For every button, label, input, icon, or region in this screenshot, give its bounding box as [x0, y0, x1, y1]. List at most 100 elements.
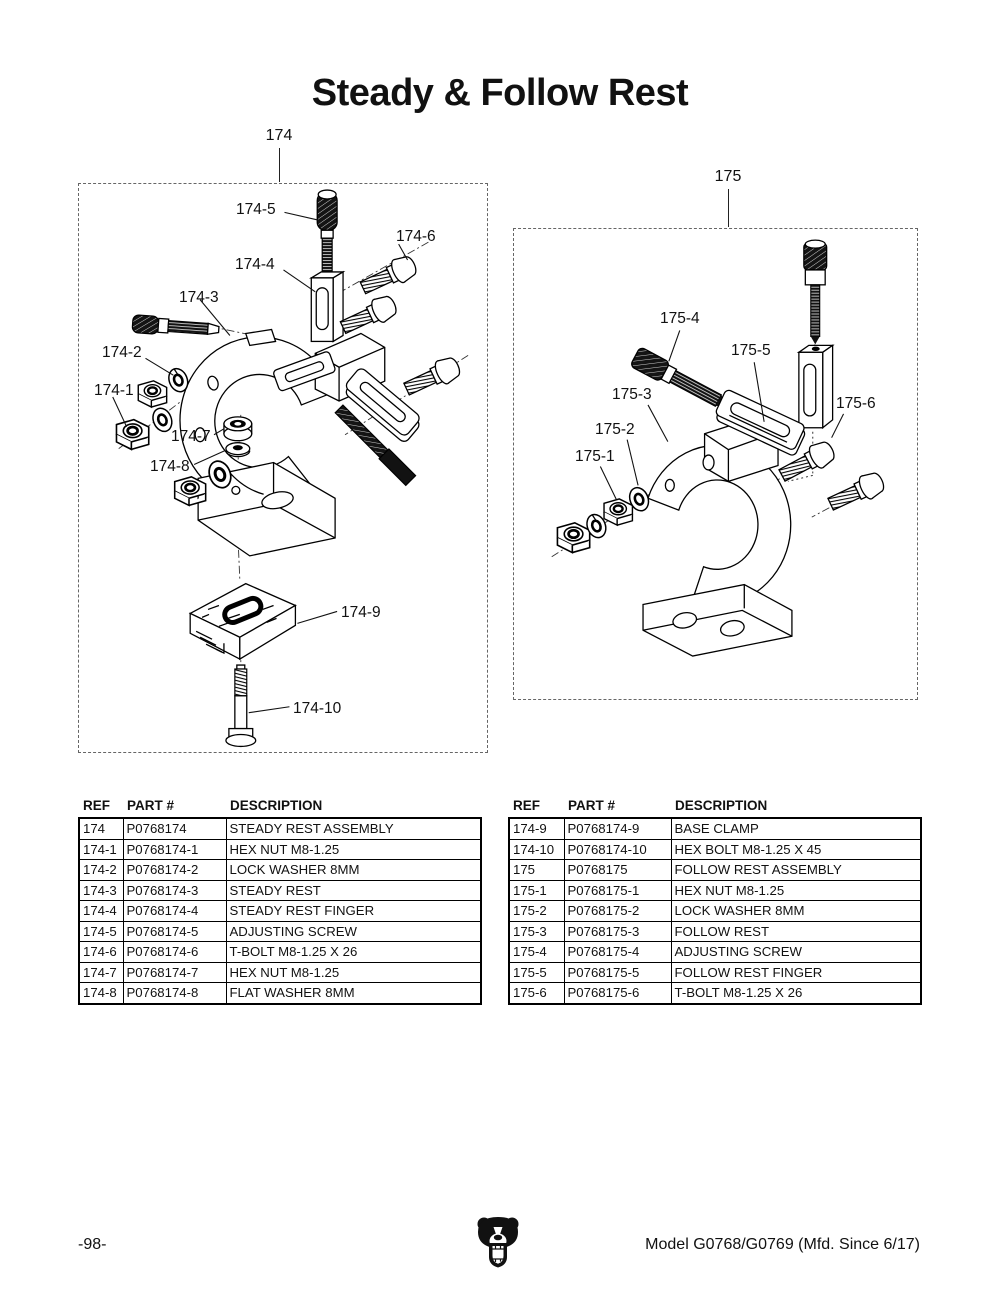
callout-175-6: 175-6	[836, 395, 876, 412]
assembly-ref-174: 174	[265, 127, 293, 144]
follow-rest-diagram-box	[513, 228, 918, 700]
col-header-part: PART #	[568, 798, 616, 813]
cell-ref: 174-9	[508, 817, 565, 840]
adjusting-screw	[803, 239, 828, 345]
col-header-ref: REF	[513, 798, 540, 813]
adjusting-screw	[316, 189, 338, 279]
callout-174-2: 174-2	[102, 344, 142, 361]
follow-rest-frame	[642, 417, 793, 657]
cell-part: P0768175-2	[563, 900, 672, 922]
callout-174-1: 174-1	[94, 382, 134, 399]
cell-desc: ADJUSTING SCREW	[670, 941, 922, 963]
cell-part: P0768174-1	[122, 838, 227, 860]
cell-desc: T-BOLT M8-1.25 X 26	[225, 941, 482, 963]
cell-ref: 175-6	[508, 982, 565, 1004]
callout-174-8: 174-8	[150, 458, 190, 475]
callout-leader-lines	[112, 211, 409, 714]
follow-rest-finger-block	[796, 344, 835, 430]
cell-part: P0768174	[122, 817, 227, 840]
clamp-plate	[345, 368, 420, 442]
threaded-rod	[334, 404, 417, 487]
cell-desc: HEX NUT M8-1.25	[225, 961, 482, 983]
assembly-ref-175: 175	[714, 168, 742, 185]
lock-washer	[582, 510, 611, 542]
col-header-ref: REF	[83, 798, 110, 813]
cell-ref: 174-10	[508, 838, 565, 860]
cell-desc: STEADY REST FINGER	[225, 900, 482, 922]
table-header: REF PART # DESCRIPTION	[79, 798, 481, 818]
adjusting-screw-side	[131, 314, 220, 336]
assembly-axis-lines	[118, 241, 469, 668]
cell-ref: 175-3	[508, 920, 565, 942]
cell-ref: 174	[78, 817, 124, 840]
steady-rest-finger	[308, 270, 346, 343]
cell-desc: HEX BOLT M8-1.25 X 45	[670, 838, 922, 860]
cell-desc: HEX NUT M8-1.25	[670, 879, 922, 901]
cell-ref: 174-4	[78, 900, 124, 922]
callout-174-7: 174-7	[171, 428, 211, 445]
cell-desc: HEX NUT M8-1.25	[225, 838, 482, 860]
adjusting-screw-diagonal	[631, 347, 727, 408]
steady-rest-frame	[173, 328, 386, 557]
hex-nut	[556, 521, 592, 554]
cell-desc: FLAT WASHER 8MM	[225, 982, 482, 1004]
cell-part: P0768174-6	[122, 941, 227, 963]
col-header-description: DESCRIPTION	[230, 798, 323, 813]
cell-ref: 174-7	[78, 961, 124, 983]
t-bolt	[824, 468, 888, 517]
assembly-175-leader	[728, 189, 730, 227]
callout-174-6: 174-6	[396, 228, 436, 245]
cell-desc: ADJUSTING SCREW	[225, 920, 482, 942]
cell-part: P0768175	[563, 859, 672, 881]
t-bolt	[357, 252, 421, 300]
cell-desc: LOCK WASHER 8MM	[670, 900, 922, 922]
cell-part: P0768175-1	[563, 879, 672, 901]
t-bolt	[400, 353, 464, 401]
callout-175-4: 175-4	[660, 310, 700, 327]
grizzly-bear-icon	[476, 1214, 520, 1275]
cell-part: P0768175-5	[563, 961, 672, 983]
cell-part: P0768174-5	[122, 920, 227, 942]
cell-ref: 174-1	[78, 838, 124, 860]
flat-washer-center	[225, 442, 251, 458]
cell-desc: STEADY REST	[225, 879, 482, 901]
page-number: -98-	[78, 1236, 107, 1253]
callout-leader-lines	[599, 330, 845, 500]
model-text: Model G0768/G0769 (Mfd. Since 6/17)	[645, 1236, 920, 1253]
base-clamp	[188, 582, 297, 661]
callout-174-4: 174-4	[235, 256, 275, 273]
col-header-part: PART #	[127, 798, 175, 813]
cell-ref: 174-3	[78, 879, 124, 901]
callout-175-5: 175-5	[731, 342, 771, 359]
cell-desc: FOLLOW REST FINGER	[670, 961, 922, 983]
cell-part: P0768174-3	[122, 879, 227, 901]
cell-desc: LOCK WASHER 8MM	[225, 859, 482, 881]
cell-desc: BASE CLAMP	[670, 817, 922, 840]
page-title: Steady & Follow Rest	[311, 72, 689, 114]
cell-desc: T-BOLT M8-1.25 X 26	[670, 982, 922, 1004]
hex-nut	[137, 379, 168, 409]
cell-ref: 174-5	[78, 920, 124, 942]
hex-bolt	[225, 664, 257, 748]
follow-rest-finger-plate	[715, 389, 806, 456]
cell-part: P0768174-2	[122, 859, 227, 881]
cell-ref: 174-8	[78, 982, 124, 1004]
hex-nut	[602, 497, 634, 527]
cell-part: P0768174-8	[122, 982, 227, 1004]
callout-175-1: 175-1	[575, 448, 615, 465]
